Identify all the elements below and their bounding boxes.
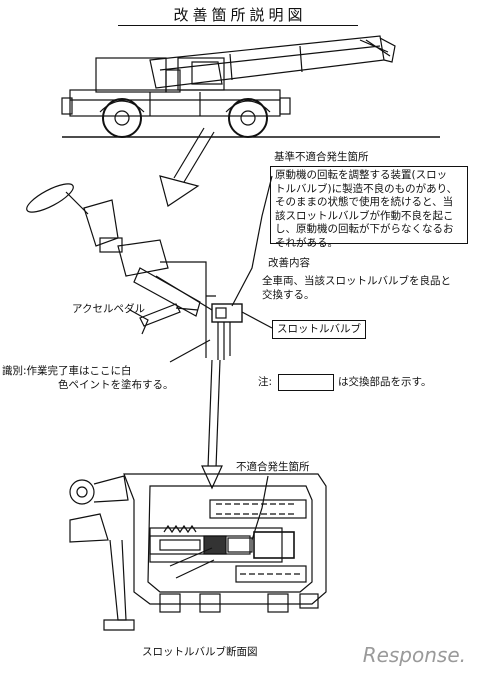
id-line: 識別:作業完了車はここに白 (2, 365, 132, 377)
defect-line: 該スロットルバルブが作動不良を起こ (275, 209, 454, 222)
legend-sample-box (278, 374, 334, 391)
defect-line: それがある。 (275, 236, 338, 249)
arrow-truck-to-pedal (159, 127, 215, 207)
id-line: 色ペイントを塗布する。 (58, 378, 174, 391)
defect-line: そのままの状態で使用を続けると、当 (275, 196, 454, 208)
note-prefix: 注: (258, 376, 273, 388)
remedy-line: 全車両、当該スロットルバルブを良品と (262, 275, 451, 287)
remedy-description: 全車両、当該スロットルバルブを良品と 交換する。 (262, 275, 468, 302)
defect-line: し、原動機の回転が下がらなくなるお (275, 223, 454, 235)
accelerator-pedal-label: アクセルペダル (72, 303, 145, 315)
throttle-valve-label: スロットルバルブ (272, 320, 366, 339)
page-title: 改善箇所説明図 (173, 6, 307, 24)
response-logo: Response. (362, 643, 466, 667)
section-defect-label: 不適合発生箇所 (236, 461, 310, 473)
pedal-assembly-illustration (26, 183, 243, 360)
section-caption: スロットルバルブ断面図 (142, 646, 258, 658)
throttle-valve-section-illustration (69, 473, 327, 631)
remedy-line: 交換する。 (262, 288, 315, 301)
identification-note: 識別:作業完了車はここに白 色ペイントを塗布する。 (2, 365, 174, 392)
remedy-heading: 改善内容 (268, 257, 310, 269)
defect-heading: 基準不適合発生箇所 (274, 151, 369, 163)
leader-throttle-to-valve (241, 311, 273, 329)
title-underline (118, 25, 358, 26)
arrow-valve-to-section (201, 359, 223, 490)
leader-defect-to-valve (231, 175, 273, 307)
defect-line: 原動機の回転を調整する装置(スロッ (275, 169, 448, 181)
note-suffix: は交換部品を示す。 (338, 376, 432, 388)
leader-id-to-valve (169, 339, 211, 363)
crane-truck-illustration (61, 35, 440, 138)
defect-line: トルバルブ)に製造不良のものがあり、 (275, 182, 458, 195)
defect-description-box: 原動機の回転を調整する装置(スロッ トルバルブ)に製造不良のものがあり、 そのま… (270, 166, 468, 249)
